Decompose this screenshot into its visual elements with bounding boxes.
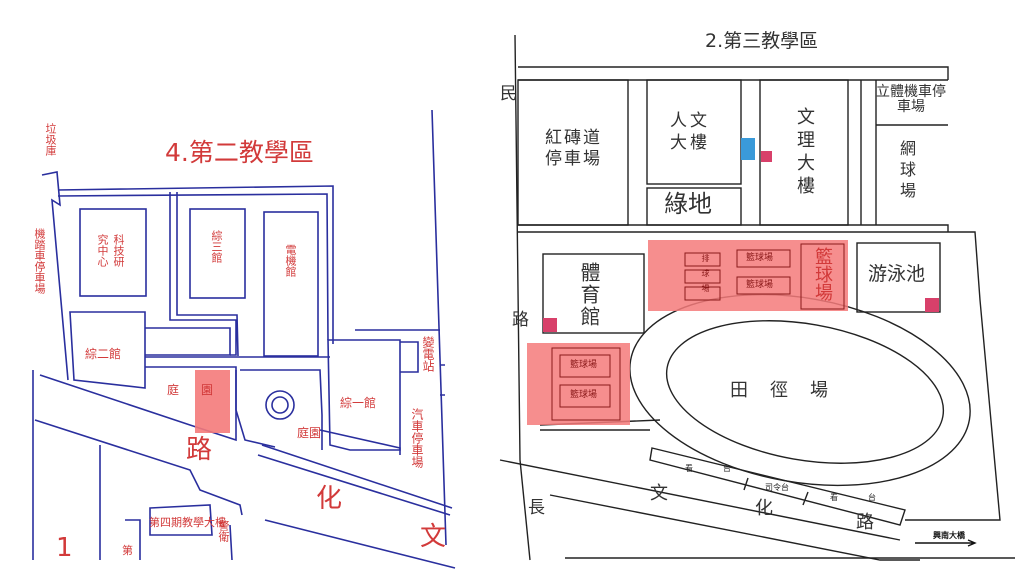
basketball-big-label: 籃球場 <box>812 247 833 301</box>
stand-label-2: 看台 <box>830 493 906 502</box>
basketball-court-2: 籃球場 <box>746 280 774 290</box>
electrical-label: 電機館 <box>284 244 297 277</box>
research-label-b: 究中心 <box>96 234 109 267</box>
tennis-label: 網球場 <box>897 140 916 203</box>
garden2-label: 庭園 <box>297 426 322 440</box>
road-label-wen-right: 文 <box>650 483 668 504</box>
track-label: 田徑場 <box>730 380 850 401</box>
right-map-title: 2.第三教學區 <box>705 30 819 52</box>
volleyball-text: 排球場 <box>701 254 710 299</box>
left-roads <box>32 109 456 569</box>
greenland-label: 綠地 <box>664 190 712 218</box>
building2-label: 綜二館 <box>85 347 122 361</box>
right-outline <box>499 34 1015 561</box>
moto-parking-label: 機踏車停車場 <box>33 228 46 294</box>
stand-label-1: 看台 <box>685 464 761 473</box>
phase4-label: 第四期教學大樓 <box>149 516 226 529</box>
humanities-label: 人文大樓 <box>670 111 710 154</box>
garden-label-a: 庭 <box>167 383 180 397</box>
accessible-icon <box>741 138 755 160</box>
car-parking-label: 汽車停車場 <box>410 408 424 468</box>
building3-label: 綜三館 <box>210 230 223 263</box>
basketball-court-4: 籃球場 <box>570 390 598 400</box>
basketball-court-1: 籃球場 <box>746 253 774 263</box>
road-label-chang: 長 <box>528 498 545 518</box>
num1-label: 1 <box>56 533 73 563</box>
bridge-label: 興南大橋 <box>933 531 965 540</box>
left-map-title: 4.第二教學區 <box>165 138 314 167</box>
restroom-icon <box>543 151 939 332</box>
science-label: 文理大樓 <box>794 107 815 199</box>
gym-label: 體育館 <box>577 262 601 328</box>
garden-label-b: 園 <box>201 383 214 397</box>
road-label-hua: 化 <box>316 484 343 514</box>
road-label-lu-left: 路 <box>512 310 529 330</box>
redbrick-parking-label: 紅磚道停車場 <box>545 128 602 170</box>
di-label: 第 <box>122 544 133 557</box>
road-label-wen: 文 <box>420 522 447 552</box>
research-label-a: 科技研 <box>112 234 125 267</box>
pool-label: 游泳池 <box>868 263 926 285</box>
volleyball-label: 排球場 <box>697 254 714 305</box>
garbage-label: 垃圾庫 <box>44 123 57 156</box>
moto-garage-label: 立體機車停車場 <box>876 84 946 116</box>
road-label-hua-right: 化 <box>755 498 773 519</box>
podium-label: 司令台 <box>765 483 789 492</box>
garden-highlight <box>195 370 230 433</box>
courts-highlight-left <box>527 343 630 425</box>
guard-label: 警衛 <box>217 520 230 542</box>
courts-highlight-top <box>648 240 848 311</box>
road-label-lu: 路 <box>186 435 213 465</box>
building1-label: 綜一館 <box>340 396 377 410</box>
basketball-court-3: 籃球場 <box>570 360 598 370</box>
min-label: 民 <box>500 84 517 104</box>
road-label-lu-right: 路 <box>856 512 874 533</box>
substation-label: 變電站 <box>421 336 435 372</box>
